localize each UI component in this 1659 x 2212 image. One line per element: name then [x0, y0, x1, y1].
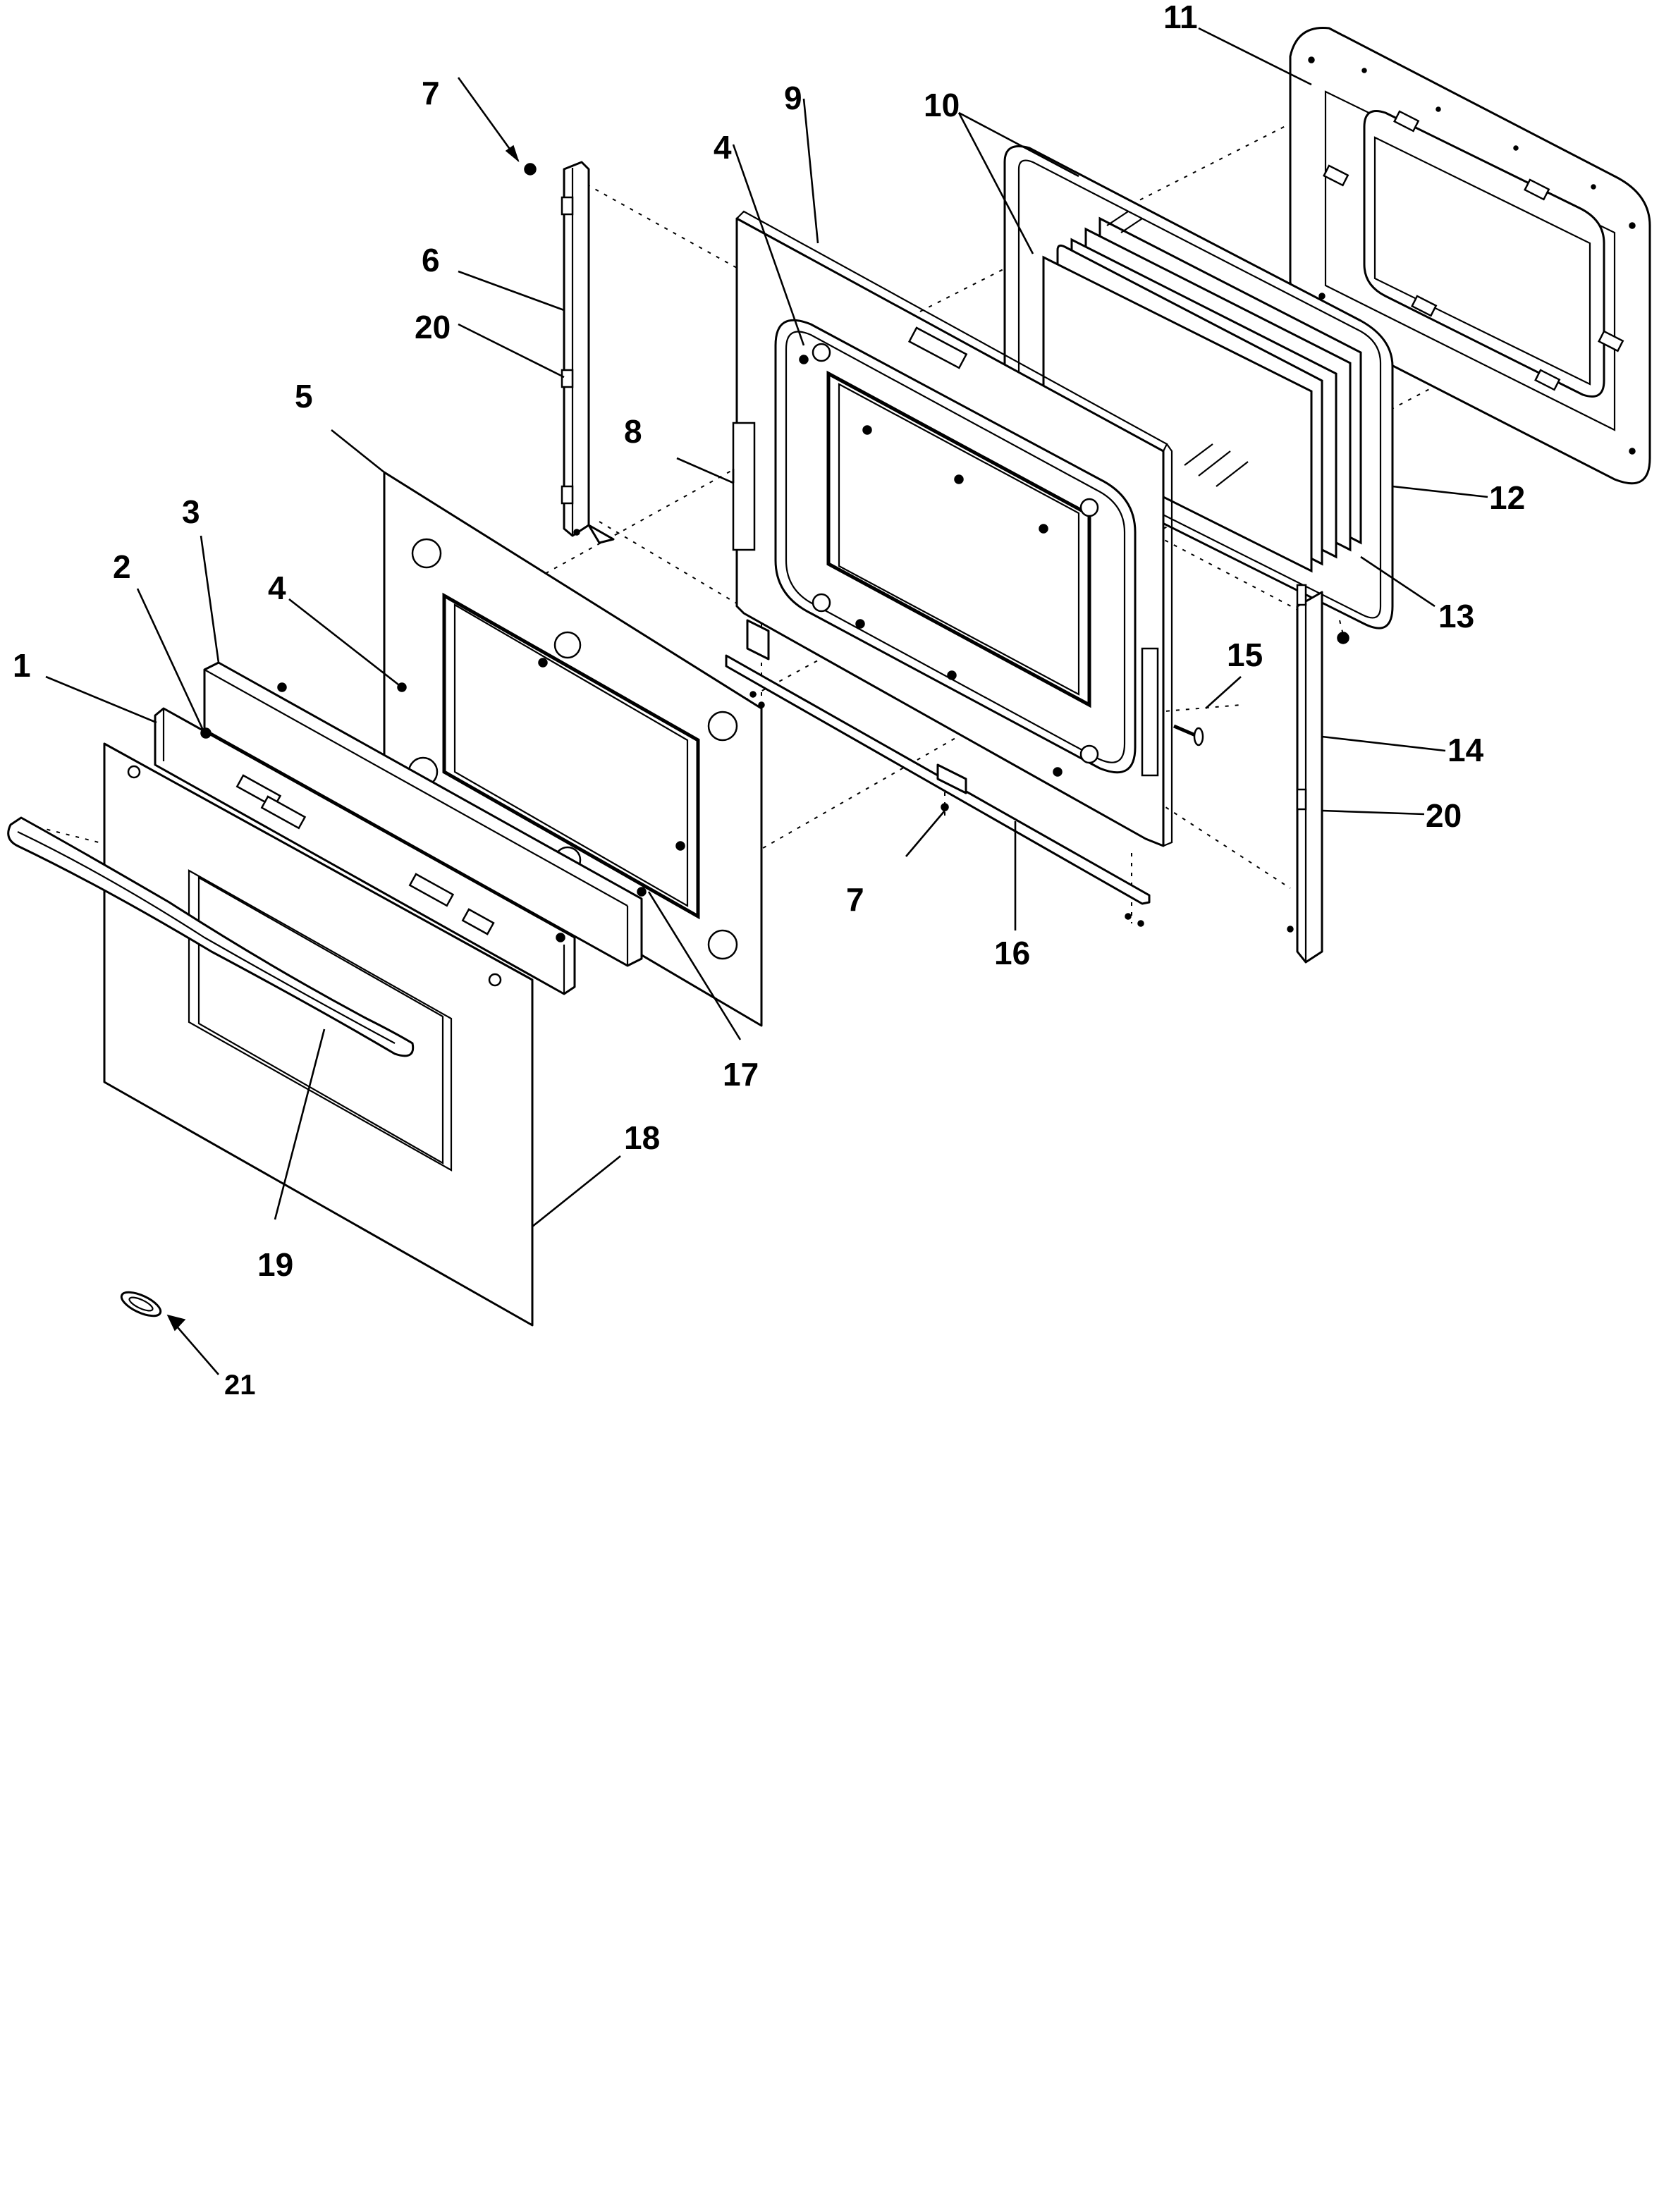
callout-9: 9: [784, 80, 802, 116]
part-18-outer-door-panel: [103, 742, 534, 1327]
callout-12: 12: [1489, 479, 1525, 516]
callout-2: 2: [113, 548, 131, 585]
callout-10: 10: [924, 87, 960, 123]
callout-1: 1: [13, 647, 31, 684]
part-1-vent-trim: [154, 707, 647, 995]
callout-15: 15: [1227, 637, 1263, 673]
callout-21: 21: [224, 1370, 256, 1401]
callout-8: 8: [624, 413, 642, 450]
callout-11: 11: [1163, 0, 1198, 35]
callout-14: 14: [1447, 732, 1484, 768]
callout-labels: 7 6 20 4 9 10 11 8 5 3 2 4 1 12 13 15 14…: [13, 0, 1525, 1401]
part-10-13-glass-panels: [1042, 211, 1362, 573]
part-14-right-side-channel: [1287, 584, 1349, 964]
callout-7-bottom: 7: [846, 881, 864, 918]
part-9-inner-door-panel: [732, 210, 1173, 847]
callout-19: 19: [257, 1246, 293, 1283]
callout-13: 13: [1438, 598, 1474, 634]
callout-4-left: 4: [268, 570, 286, 606]
callout-7-top: 7: [422, 75, 440, 111]
leader-lines: [45, 27, 1488, 1375]
callout-16: 16: [994, 935, 1030, 971]
callout-20-left: 20: [415, 309, 451, 345]
callout-6: 6: [422, 242, 440, 278]
callout-17: 17: [723, 1056, 759, 1093]
part-6-left-side-channel: [524, 161, 615, 544]
part-21-nameplate-badge: [120, 1291, 162, 1317]
callout-18: 18: [624, 1119, 660, 1156]
part-16-bottom-strip: [725, 619, 1151, 927]
callout-5: 5: [295, 378, 313, 414]
part-19-door-handle: [7, 816, 415, 1057]
callout-20-right: 20: [1426, 797, 1462, 834]
callout-3: 3: [182, 493, 200, 530]
part-11-back-frame: [1289, 27, 1651, 485]
part-5-insulation-panel: [383, 471, 763, 1027]
part-15-hinge-pin: [1173, 724, 1204, 746]
callout-4-top: 4: [714, 129, 732, 166]
